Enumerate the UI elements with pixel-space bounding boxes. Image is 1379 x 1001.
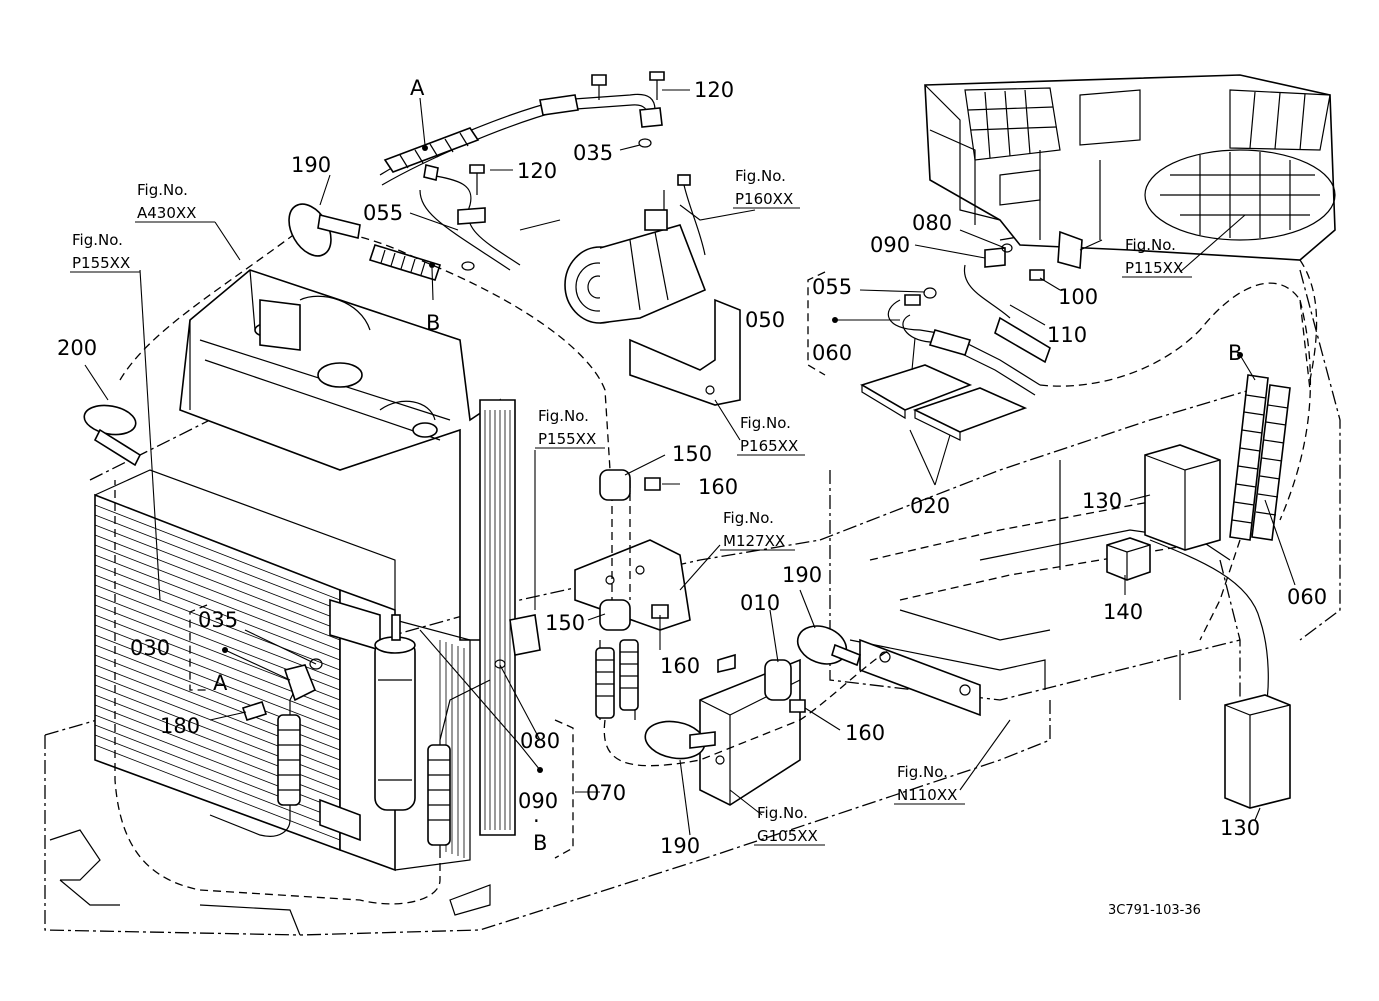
label-100: 100 [1058, 285, 1098, 309]
label-180: 180 [160, 714, 200, 738]
label-130-top: 130 [1082, 489, 1122, 513]
svg-text:Fig.No.: Fig.No. [740, 414, 791, 432]
svg-text:Fig.No.: Fig.No. [735, 167, 786, 185]
label-160-mid: 160 [660, 654, 700, 678]
label-050: 050 [745, 308, 785, 332]
fig-ref-a430: Fig.No. A430XX [135, 181, 215, 223]
fig-ref-p160: Fig.No. P160XX [733, 167, 800, 209]
bracket-m127 [574, 539, 691, 631]
label-090-left: 090 [518, 789, 558, 813]
label-190-bottom: 190 [660, 834, 700, 858]
label-200: 200 [57, 336, 97, 360]
bolts-and-fittings [241, 71, 1083, 721]
fig-ref-p155-mid: Fig.No. P155XX [535, 407, 605, 449]
label-055-left: 055 [363, 201, 403, 225]
hose-clamps [83, 203, 861, 760]
label-190-top: 190 [291, 153, 331, 177]
svg-text:P165XX: P165XX [740, 437, 798, 455]
label-150-bottom: 150 [545, 611, 585, 635]
label-letter-a-top: A [410, 76, 425, 100]
svg-text:N110XX: N110XX [897, 786, 957, 804]
svg-text:P155XX: P155XX [538, 430, 596, 448]
hoses [114, 93, 1318, 905]
svg-text:Fig.No.: Fig.No. [72, 231, 123, 249]
svg-text:Fig.No.: Fig.No. [1125, 236, 1176, 254]
fig-ref-p155-left: Fig.No. P155XX [70, 231, 140, 273]
label-120-top: 120 [694, 78, 734, 102]
figure-references: Fig.No. A430XX Fig.No. P155XX Fig.No. P1… [70, 167, 1192, 846]
receiver-drier [374, 614, 416, 811]
label-190-right: 190 [782, 563, 822, 587]
label-010: 010 [740, 591, 780, 615]
drawing-code: 3C791-103-36 [1108, 903, 1201, 918]
radiator [179, 269, 516, 836]
hvac-unit [924, 74, 1336, 261]
label-080-right: 080 [912, 211, 952, 235]
group-brackets [189, 271, 826, 859]
fig-ref-p165: Fig.No. P165XX [737, 414, 805, 456]
label-letter-b-right: B [1228, 341, 1242, 365]
svg-text:Fig.No.: Fig.No. [538, 407, 589, 425]
insulation-pads [860, 364, 1028, 441]
fig-ref-n110: Fig.No. N110XX [894, 763, 965, 805]
label-140: 140 [1103, 600, 1143, 624]
svg-text:Fig.No.: Fig.No. [897, 763, 948, 781]
label-150-top: 150 [672, 442, 712, 466]
svg-text:P160XX: P160XX [735, 190, 793, 208]
svg-text:M127XX: M127XX [723, 532, 785, 550]
machine-frame-outline [44, 219, 1341, 936]
sealing-blocks [1106, 444, 1291, 809]
fig-ref-g105: Fig.No. G105XX [754, 804, 825, 846]
svg-text:Fig.No.: Fig.No. [137, 181, 188, 199]
label-060-far-right: 060 [1287, 585, 1327, 609]
fig-ref-p115: Fig.No. P115XX [1122, 236, 1192, 278]
label-130-bottom: 130 [1220, 816, 1260, 840]
svg-text:Fig.No.: Fig.No. [723, 509, 774, 527]
svg-text:P115XX: P115XX [1125, 259, 1183, 277]
label-035-left: 035 [198, 608, 238, 632]
svg-text:Fig.No.: Fig.No. [757, 804, 808, 822]
label-letter-b-top: B [426, 311, 440, 335]
fig-ref-m127: Fig.No. M127XX [720, 509, 795, 551]
svg-text:P155XX: P155XX [72, 254, 130, 272]
label-080-left: 080 [520, 729, 560, 753]
label-035-top: 035 [573, 141, 613, 165]
label-letter-a-left: A [213, 671, 228, 695]
label-060-right: 060 [812, 341, 852, 365]
leader-lines [84, 89, 1296, 836]
part-number-labels: A B 120 120 035 190 055 200 150 160 150 … [57, 76, 1327, 858]
label-070: 070 [586, 781, 626, 805]
bracket-p165 [629, 298, 741, 406]
label-160-bottom: 160 [845, 721, 885, 745]
bracket-n110 [859, 638, 981, 717]
label-055-right: 055 [812, 275, 852, 299]
label-160-top: 160 [698, 475, 738, 499]
label-110: 110 [1047, 323, 1087, 347]
label-120-mid: 120 [517, 159, 557, 183]
label-letter-b-left: B [533, 831, 547, 855]
label-090-right: 090 [870, 233, 910, 257]
svg-text:G105XX: G105XX [757, 827, 818, 845]
label-020: 020 [910, 494, 950, 518]
label-030: 030 [130, 636, 170, 660]
compressor [564, 174, 707, 324]
label-dot-left: · [533, 809, 540, 833]
svg-text:A430XX: A430XX [137, 204, 196, 222]
